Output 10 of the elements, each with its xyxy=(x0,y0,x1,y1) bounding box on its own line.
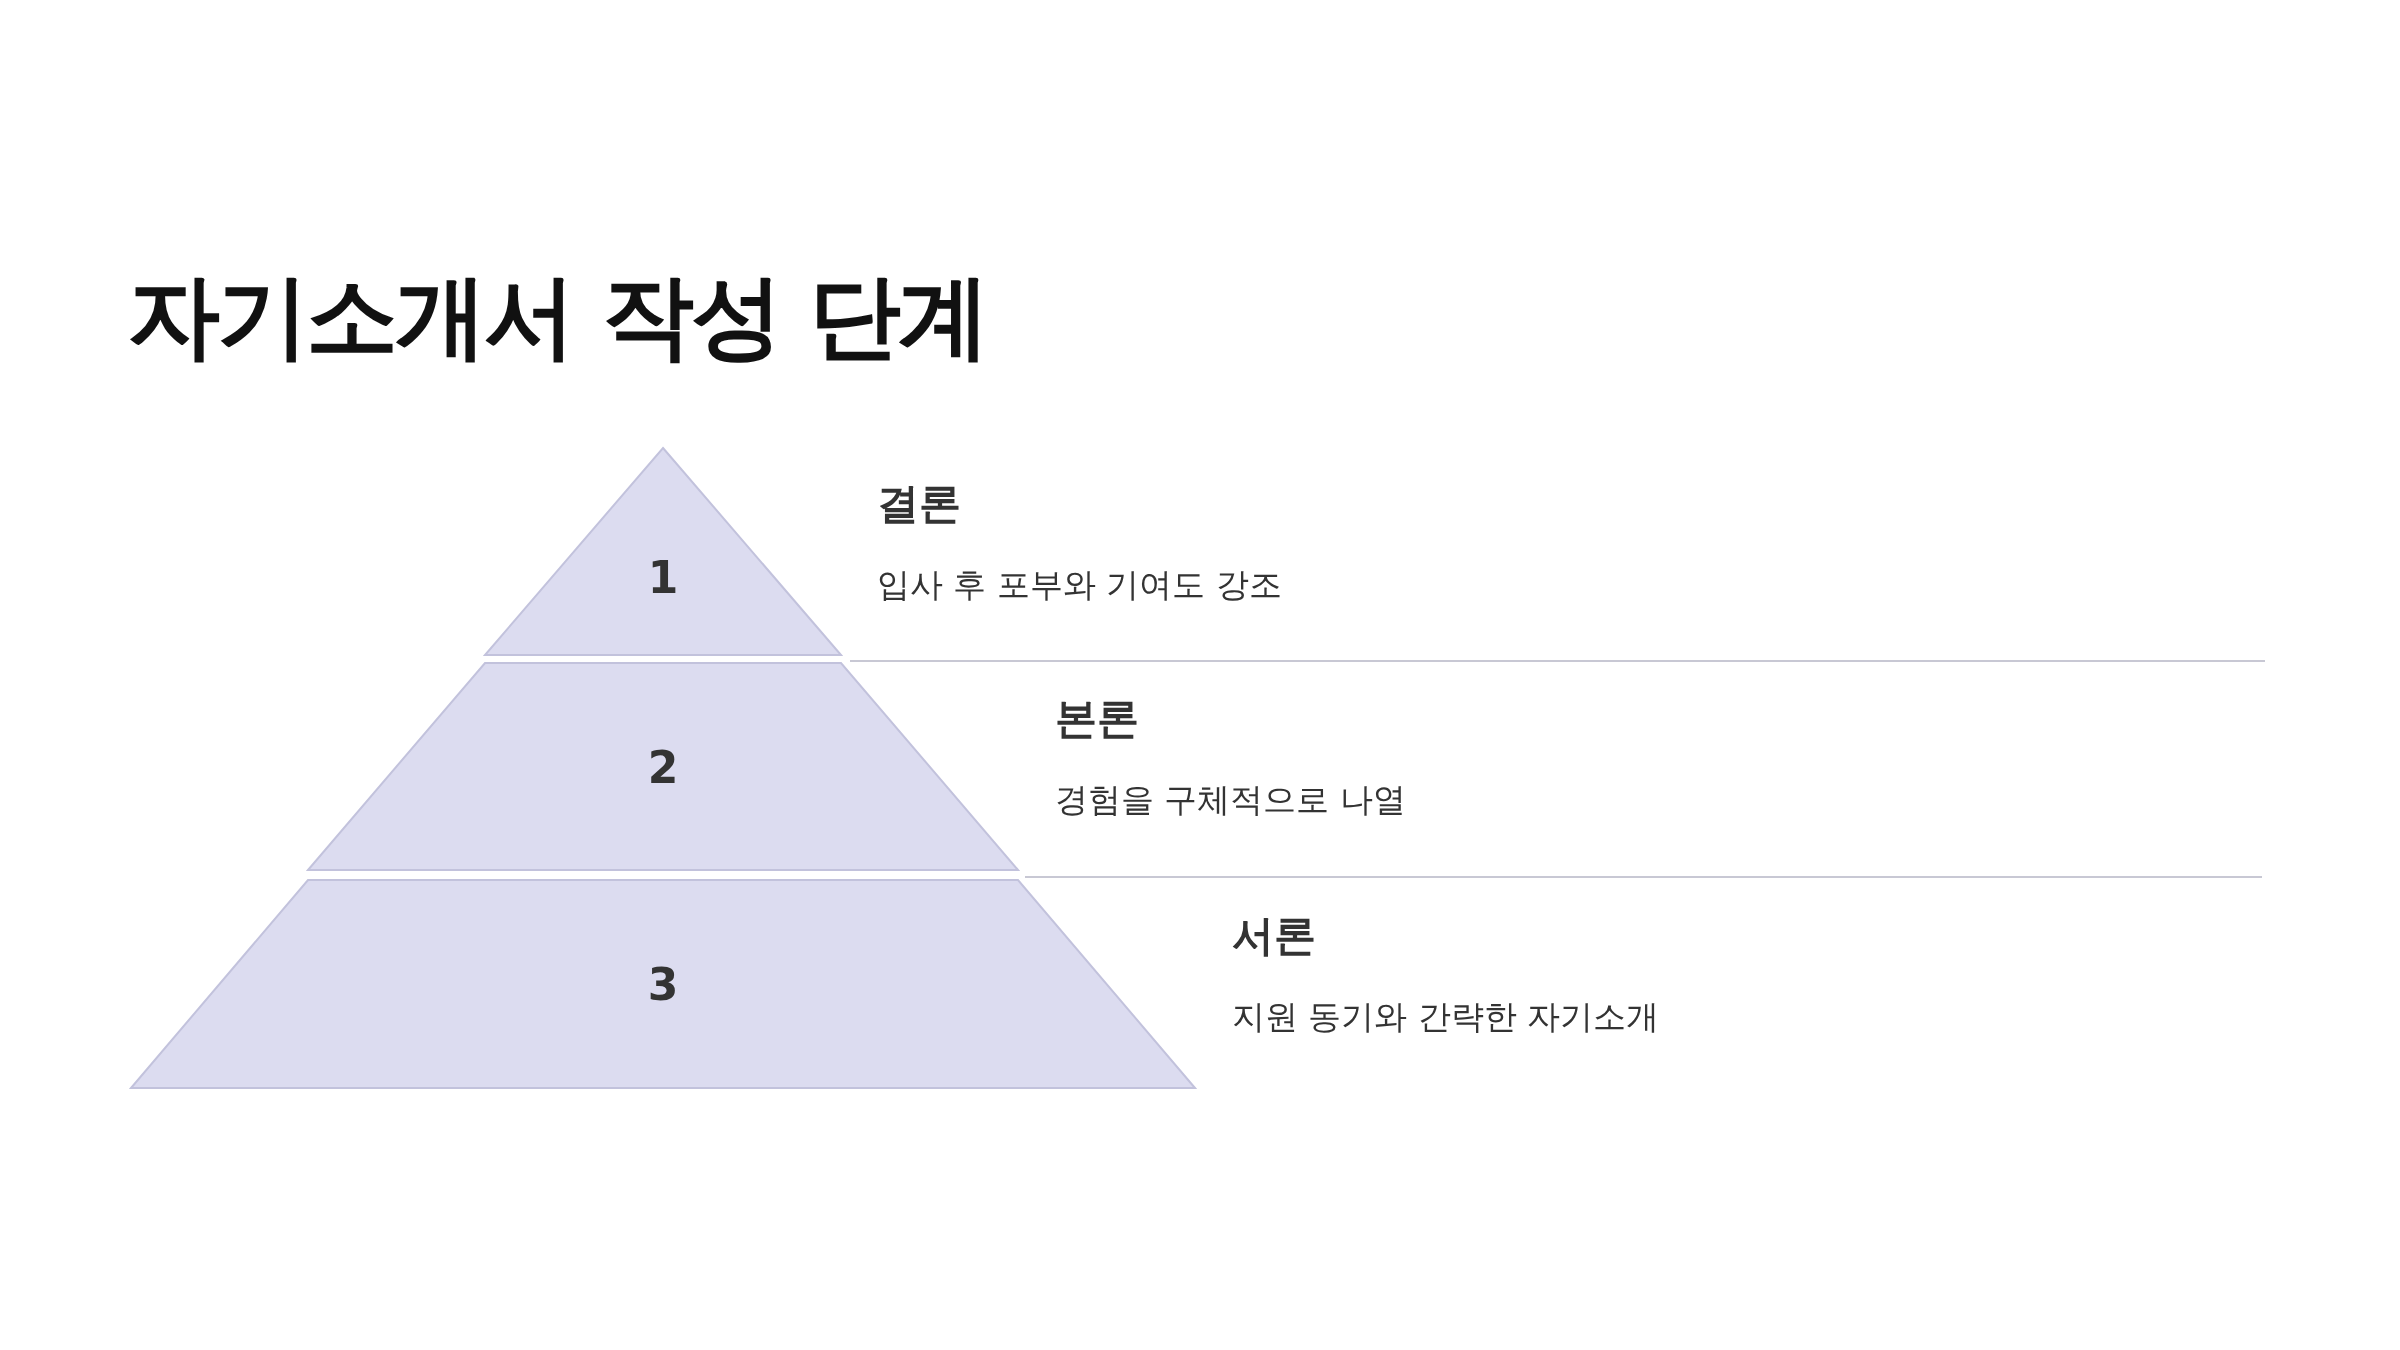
tier-description: 입사 후 포부와 기여도 강조 xyxy=(877,564,1282,606)
tier-number: 2 xyxy=(647,741,679,792)
tier-description: 지원 동기와 간략한 자기소개 xyxy=(1232,996,1660,1038)
tier-heading: 서론 xyxy=(1232,910,1316,962)
tier-description: 경험을 구체적으로 나열 xyxy=(1055,779,1406,821)
title: 자기소개서 작성 단계 xyxy=(128,262,988,372)
tier-number: 1 xyxy=(647,551,679,603)
tier-heading: 결론 xyxy=(877,478,961,530)
tier-heading: 본론 xyxy=(1055,693,1139,745)
tier-number: 3 xyxy=(647,958,679,1010)
